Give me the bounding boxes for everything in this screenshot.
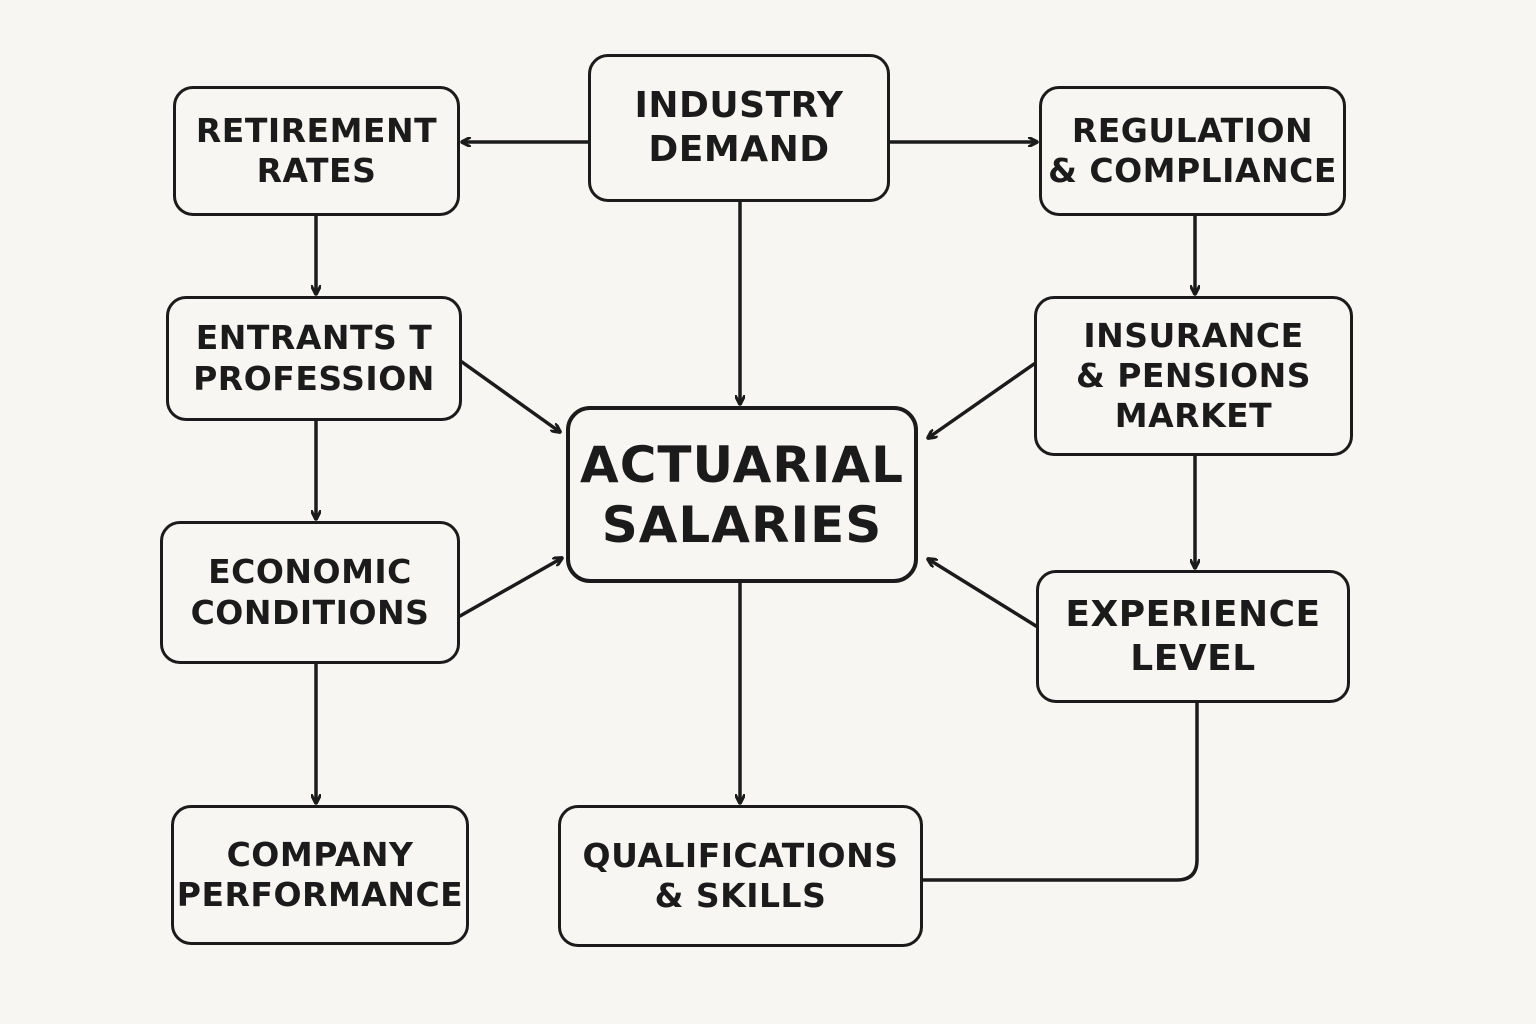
node-label: ACTUARIAL SALARIES <box>580 435 904 554</box>
node-label: INDUSTRY DEMAND <box>634 85 844 170</box>
node-actuarial-salaries: ACTUARIAL SALARIES <box>566 406 918 583</box>
node-label: COMPANY PERFORMANCE <box>176 834 464 914</box>
node-label: INSURANCE & PENSIONS MARKET <box>1075 315 1312 436</box>
connector-experience-to-actuarial <box>928 559 1038 628</box>
connector-insurance-to-actuarial <box>928 362 1036 438</box>
node-insurance-pensions-market: INSURANCE & PENSIONS MARKET <box>1034 296 1353 456</box>
node-economic-conditions: ECONOMIC CONDITIONS <box>160 521 460 664</box>
node-industry-demand: INDUSTRY DEMAND <box>588 54 890 202</box>
connector-experience-to-qualifications <box>921 701 1199 882</box>
node-label: ENTRANTS T PROFESSION <box>193 318 435 398</box>
node-label: ECONOMIC CONDITIONS <box>190 552 430 632</box>
node-experience-level: EXPERIENCE LEVEL <box>1036 570 1350 703</box>
node-entrants-profession: ENTRANTS T PROFESSION <box>166 296 462 421</box>
node-label: REGULATION & COMPLIANCE <box>1048 110 1337 190</box>
connector-economic-to-actuarial <box>458 558 562 618</box>
node-label: RETIREMENT RATES <box>195 110 438 190</box>
node-regulation-compliance: REGULATION & COMPLIANCE <box>1039 86 1346 216</box>
node-company-performance: COMPANY PERFORMANCE <box>171 805 469 945</box>
node-qualifications-skills: QUALIFICATIONS & SKILLS <box>558 805 923 947</box>
node-label: QUALIFICATIONS & SKILLS <box>582 835 899 915</box>
node-retirement-rates: RETIREMENT RATES <box>173 86 460 216</box>
connector-entrants-to-actuarial <box>460 360 560 432</box>
node-label: EXPERIENCE LEVEL <box>1065 593 1321 679</box>
